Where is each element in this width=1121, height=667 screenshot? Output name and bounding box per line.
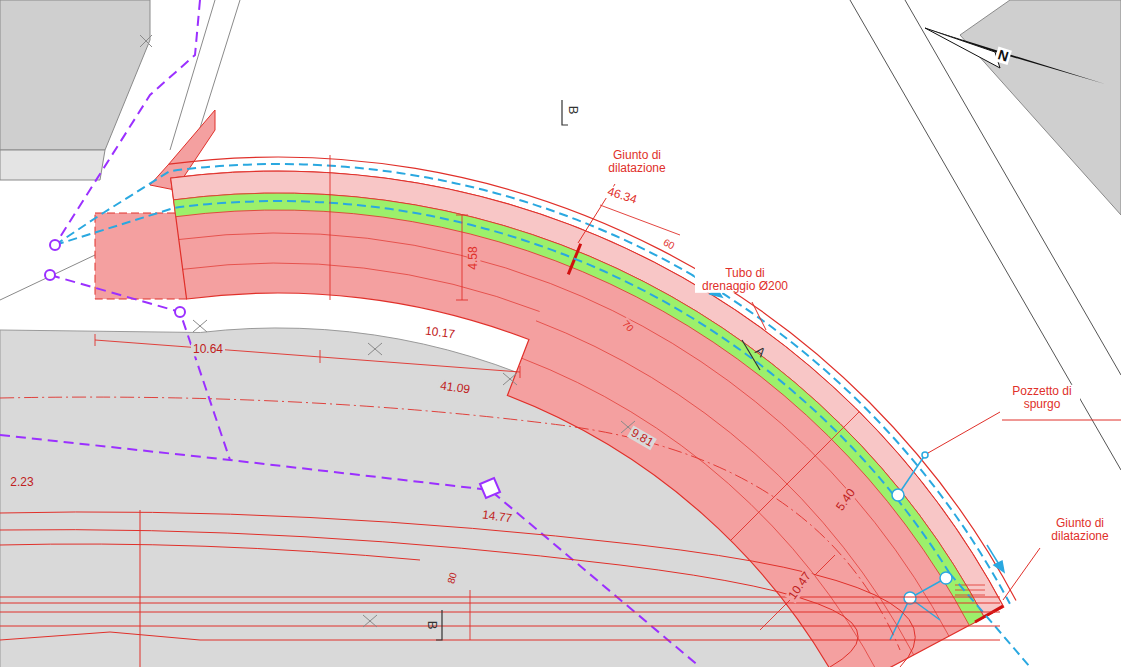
rail-line bbox=[0, 510, 1000, 667]
section-mark bbox=[436, 100, 760, 640]
callout-note: Tubo di drenaggio Ø200 bbox=[695, 267, 795, 293]
dimension-value: 4.58 bbox=[467, 244, 480, 271]
inspection-well bbox=[892, 452, 952, 604]
curved-slab bbox=[171, 171, 1004, 667]
building-block bbox=[960, 0, 1121, 215]
section-letter: B bbox=[425, 619, 439, 632]
boundary-line bbox=[905, 0, 1121, 375]
section-letter: B bbox=[566, 104, 580, 117]
slab-extension bbox=[95, 213, 187, 299]
service-line bbox=[0, 0, 700, 667]
dimension-value: 46.34 bbox=[604, 185, 640, 208]
flow-arrow bbox=[692, 275, 1004, 572]
slab-line bbox=[536, 321, 914, 655]
drain-pipe bbox=[55, 164, 1010, 604]
drain-pipe bbox=[950, 573, 1030, 667]
callout-note: Giunto di dilatazione bbox=[1045, 517, 1115, 543]
dimension-value: 60 bbox=[660, 236, 679, 253]
outer-line bbox=[169, 157, 1016, 600]
dimension-value: 2.23 bbox=[8, 476, 35, 489]
slab-line bbox=[179, 233, 551, 284]
slab-line bbox=[522, 358, 879, 667]
north-arrow bbox=[925, 28, 1000, 68]
dimension-line bbox=[95, 155, 859, 640]
boundary-line bbox=[0, 255, 95, 300]
callout-note: Pozzetto di spurgo bbox=[1004, 385, 1080, 411]
boundary-line bbox=[850, 0, 1121, 470]
drain-pipe bbox=[55, 201, 950, 573]
dimension-value: 10.17 bbox=[422, 324, 457, 341]
building-block bbox=[0, 0, 150, 150]
slab-line bbox=[183, 263, 540, 311]
dimension-value: 10.64 bbox=[191, 343, 225, 356]
slab-line bbox=[550, 284, 949, 637]
axis-line bbox=[0, 397, 900, 650]
callout-note: Giunto di dilatazione bbox=[602, 149, 672, 175]
cross-symbol bbox=[140, 35, 635, 627]
north-arrow bbox=[925, 28, 1105, 84]
leader-line bbox=[578, 184, 1121, 600]
service-node bbox=[45, 240, 500, 498]
building-block bbox=[0, 150, 105, 180]
joint-hatch bbox=[955, 585, 985, 595]
